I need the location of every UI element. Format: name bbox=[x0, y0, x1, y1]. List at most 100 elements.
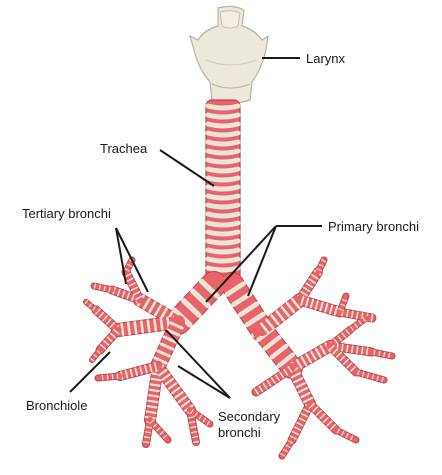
cartilage-stripe bbox=[361, 371, 365, 377]
cartilage-stripe bbox=[153, 304, 163, 317]
cartilage-stripe bbox=[206, 420, 211, 426]
bronchus-segment bbox=[95, 373, 123, 381]
bronchiole-label: Bronchiole bbox=[26, 398, 88, 413]
cartilage-stripe bbox=[165, 328, 181, 337]
cartilage-stripe bbox=[159, 342, 175, 351]
cartilage-stripe bbox=[310, 350, 317, 361]
cartilage-stripe bbox=[139, 320, 145, 334]
cartilage-stripe bbox=[180, 400, 191, 408]
cartilage-stripe bbox=[103, 340, 110, 346]
cartilage-stripe bbox=[291, 297, 301, 309]
cartilage-stripe bbox=[354, 323, 358, 328]
trachea-label: Trachea bbox=[100, 141, 148, 156]
cartilage-stripe bbox=[146, 405, 158, 409]
cartilage-stripe bbox=[360, 346, 364, 355]
cartilage-stripe bbox=[120, 322, 125, 337]
cartilage-stripe bbox=[153, 362, 158, 371]
cartilage-stripe bbox=[350, 435, 354, 441]
cartilage-ring bbox=[205, 229, 241, 237]
cartilage-stripe bbox=[134, 367, 139, 377]
tertiary-leader-1 bbox=[115, 227, 127, 285]
cartilage-stripe bbox=[355, 311, 359, 320]
cartilage-stripe bbox=[169, 321, 184, 330]
secondary-bronchi-label-line1: Secondary bbox=[218, 409, 281, 424]
cartilage-stripe bbox=[126, 263, 132, 267]
cartilage-stripe bbox=[147, 399, 159, 404]
cartilage-stripe bbox=[126, 292, 131, 300]
cartilage-stripe bbox=[283, 368, 289, 376]
cartilage-stripe bbox=[162, 335, 178, 344]
cartilage-stripe bbox=[305, 297, 310, 308]
cartilage-stripe bbox=[265, 318, 275, 330]
primary-bronchi-label: Primary bronchi bbox=[328, 219, 420, 234]
cartilage-stripe bbox=[302, 396, 314, 404]
cartilage-stripe bbox=[131, 293, 135, 302]
cartilage-stripe bbox=[130, 286, 138, 291]
cartilage-stripe bbox=[296, 421, 304, 427]
cartilage-stripe bbox=[145, 426, 153, 429]
cartilage-stripe bbox=[158, 368, 168, 377]
cartilage-stripe bbox=[350, 326, 354, 331]
cartilage-stripe bbox=[297, 387, 309, 394]
cartilage-stripe bbox=[346, 362, 353, 369]
cartilage-stripe bbox=[174, 391, 184, 399]
cartilage-ring bbox=[205, 139, 241, 147]
cartilage-stripe bbox=[341, 298, 348, 302]
tertiary-leader-2 bbox=[115, 227, 149, 293]
cartilage-stripe bbox=[94, 308, 101, 315]
cartilage-stripe bbox=[143, 436, 151, 439]
cartilage-stripe bbox=[139, 366, 143, 375]
cartilage-stripe bbox=[108, 286, 111, 293]
leader-lines bbox=[69, 57, 322, 399]
cartilage-stripe bbox=[113, 328, 120, 335]
cartilage-stripe bbox=[106, 336, 113, 343]
secondary-leader-1 bbox=[165, 329, 231, 399]
cartilage-stripe bbox=[153, 318, 158, 332]
cartilage-stripe bbox=[339, 303, 346, 307]
bronchiole-leader bbox=[69, 351, 111, 393]
bronchus-segment bbox=[92, 306, 122, 334]
cartilage-stripe bbox=[99, 343, 107, 350]
cartilage-stripe bbox=[376, 375, 379, 381]
cartilage-stripe bbox=[291, 430, 300, 436]
cartilage-stripe bbox=[333, 338, 339, 345]
cartilage-stripe bbox=[289, 435, 297, 440]
cartilage-stripe bbox=[98, 284, 101, 291]
cartilage-stripe bbox=[338, 308, 344, 312]
cartilage-stripe bbox=[285, 301, 296, 314]
cartilage-stripe bbox=[177, 395, 188, 404]
cartilage-stripe bbox=[370, 314, 374, 322]
cartilage-stripe bbox=[302, 286, 311, 293]
cartilage-stripe bbox=[337, 335, 343, 341]
cartilage-stripe bbox=[105, 318, 112, 325]
cartilage-stripe bbox=[189, 288, 211, 309]
cartilage-stripe bbox=[149, 383, 161, 387]
cartilage-stripe bbox=[335, 351, 342, 358]
cartilage-ring bbox=[205, 247, 241, 255]
cartilage-stripe bbox=[194, 411, 199, 417]
cartilage-stripe bbox=[274, 374, 280, 382]
bronchus-segment bbox=[279, 437, 295, 459]
cartilage-stripe bbox=[300, 413, 308, 418]
cartilage-stripe bbox=[358, 320, 362, 325]
cartilage-stripe bbox=[314, 300, 319, 310]
cartilage-stripe bbox=[161, 373, 171, 381]
cartilage-stripe bbox=[148, 388, 160, 393]
cartilage-stripe bbox=[378, 350, 381, 357]
cartilage-stripe bbox=[146, 319, 151, 333]
cartilage-stripe bbox=[109, 332, 117, 339]
cartilage-stripe bbox=[365, 347, 369, 356]
cartilage-stripe bbox=[148, 363, 153, 373]
bronchus-segment bbox=[122, 268, 144, 304]
cartilage-stripe bbox=[191, 435, 199, 439]
cartilage-stripe bbox=[180, 297, 202, 319]
cartilage-stripe bbox=[356, 346, 359, 354]
cartilage-stripe bbox=[309, 298, 315, 309]
cartilage-stripe bbox=[259, 322, 270, 334]
cartilage-stripe bbox=[381, 376, 384, 383]
bronchus-segment bbox=[326, 342, 360, 376]
cartilage-stripe bbox=[319, 301, 324, 312]
bronchus-segment bbox=[287, 341, 335, 373]
cartilage-ring bbox=[205, 175, 241, 183]
